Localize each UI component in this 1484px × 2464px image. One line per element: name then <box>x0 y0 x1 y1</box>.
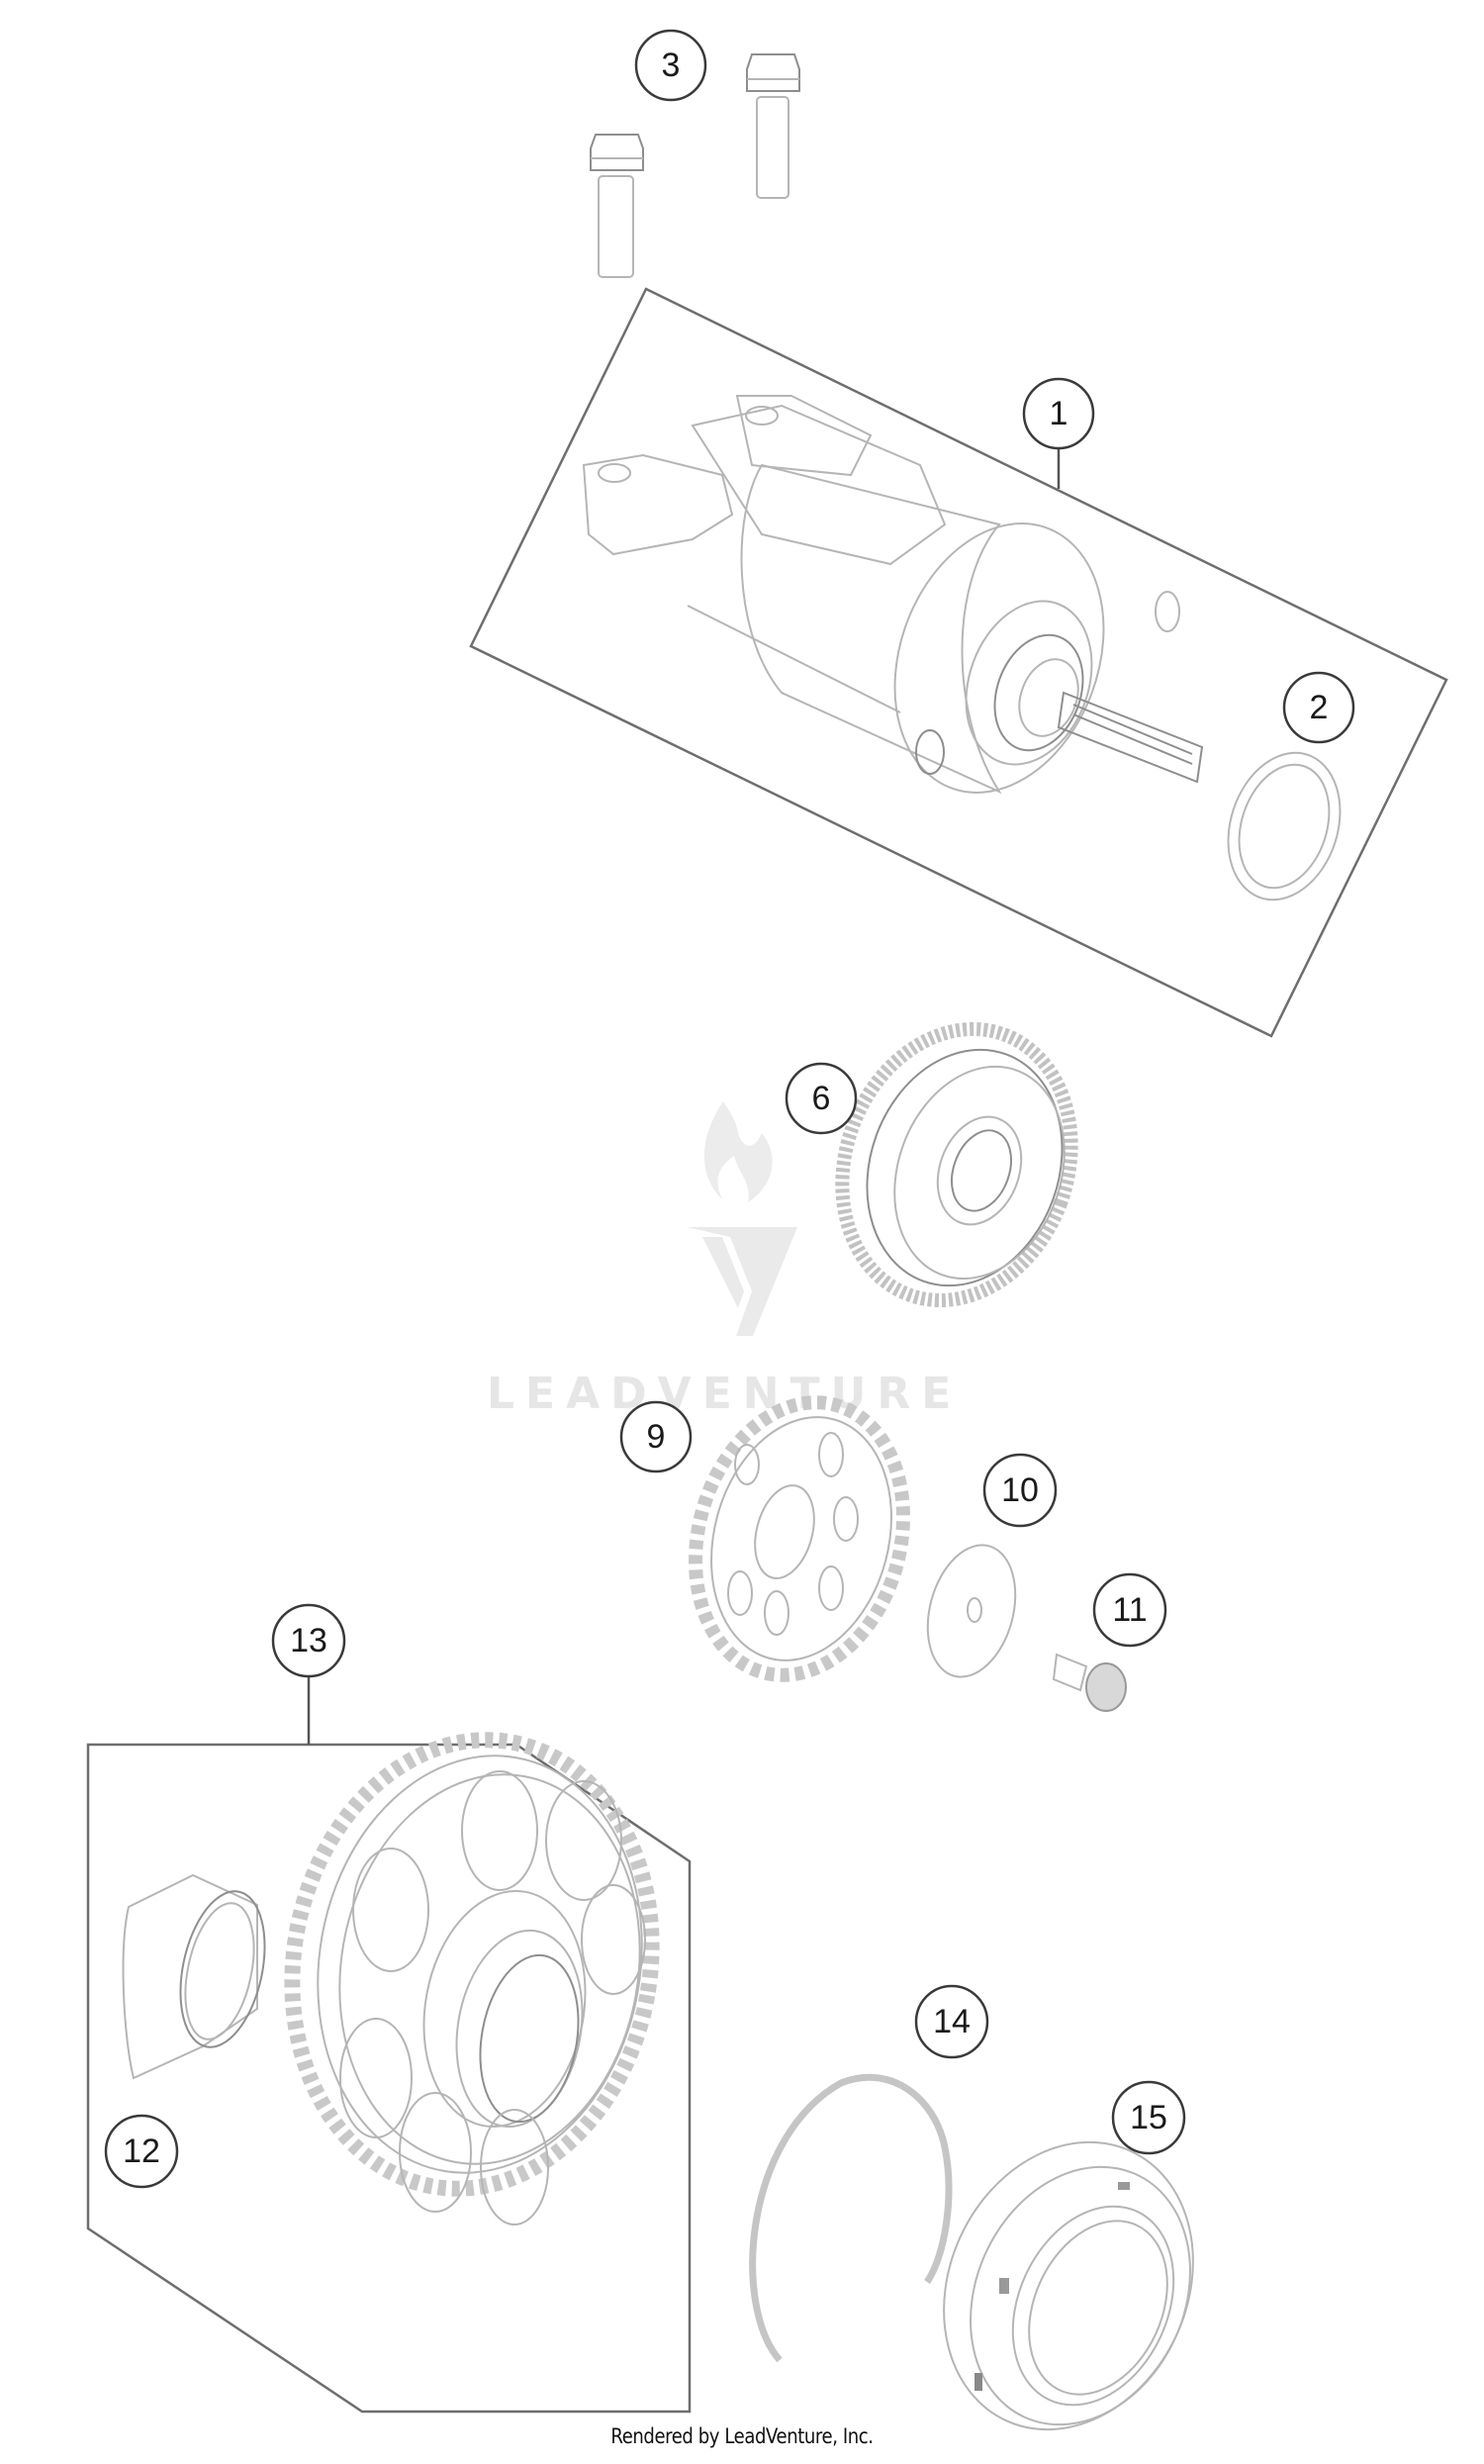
starter-motor-group-box <box>469 287 1448 1038</box>
svg-text:11: 11 <box>1112 1591 1147 1629</box>
callout-9[interactable]: 9 <box>619 1400 693 1473</box>
starter-gear-part-13 <box>284 1732 660 2226</box>
svg-text:9: 9 <box>647 1418 666 1456</box>
collar-screw-part-11 <box>1052 1653 1127 1712</box>
footer-credit: Rendered by LeadVenture, Inc. <box>610 2424 874 2448</box>
svg-text:10: 10 <box>1001 1471 1039 1509</box>
o-ring-part-2 <box>1227 751 1342 901</box>
watermark-text: LEADVENTURE <box>487 1369 962 1419</box>
starter-motor-part-1 <box>582 395 1204 795</box>
callout-2[interactable]: 2 <box>1282 671 1355 744</box>
callout-3[interactable]: 3 <box>634 29 707 102</box>
starter-gear-group-box <box>86 1743 692 2414</box>
callout-11[interactable]: 11 <box>1092 1572 1167 1648</box>
screw-part-3 <box>590 53 800 278</box>
svg-text:1: 1 <box>1050 395 1068 432</box>
idler-gear-part-6 <box>835 1021 1078 1308</box>
svg-text:13: 13 <box>290 1622 327 1659</box>
bearing-part-15 <box>943 2140 1194 2431</box>
svg-text:12: 12 <box>123 2132 160 2170</box>
flame-icon <box>703 1101 773 1202</box>
svg-text:3: 3 <box>662 47 681 84</box>
gear-wheel-part-9 <box>689 1395 910 1682</box>
callout-14[interactable]: 14 <box>914 1984 989 2059</box>
svg-text:14: 14 <box>933 2003 971 2040</box>
callout-10[interactable]: 10 <box>982 1453 1058 1528</box>
callout-15[interactable]: 15 <box>1111 2080 1186 2155</box>
callout-12[interactable]: 12 <box>104 2114 179 2189</box>
leadventure-watermark: LEADVENTURE <box>487 1101 962 1419</box>
callout-6[interactable]: 6 <box>785 1062 858 1135</box>
v-logo-icon <box>687 1227 797 1336</box>
lock-ring-part-14 <box>749 2073 953 2363</box>
washer-part-10 <box>926 1544 1017 1678</box>
svg-text:6: 6 <box>812 1080 831 1117</box>
needle-bearing-part-12 <box>122 1873 266 2080</box>
callout-13[interactable]: 13 <box>271 1603 346 1678</box>
svg-text:2: 2 <box>1310 689 1329 726</box>
svg-text:15: 15 <box>1130 2099 1167 2136</box>
callout-1[interactable]: 1 <box>1022 377 1095 450</box>
